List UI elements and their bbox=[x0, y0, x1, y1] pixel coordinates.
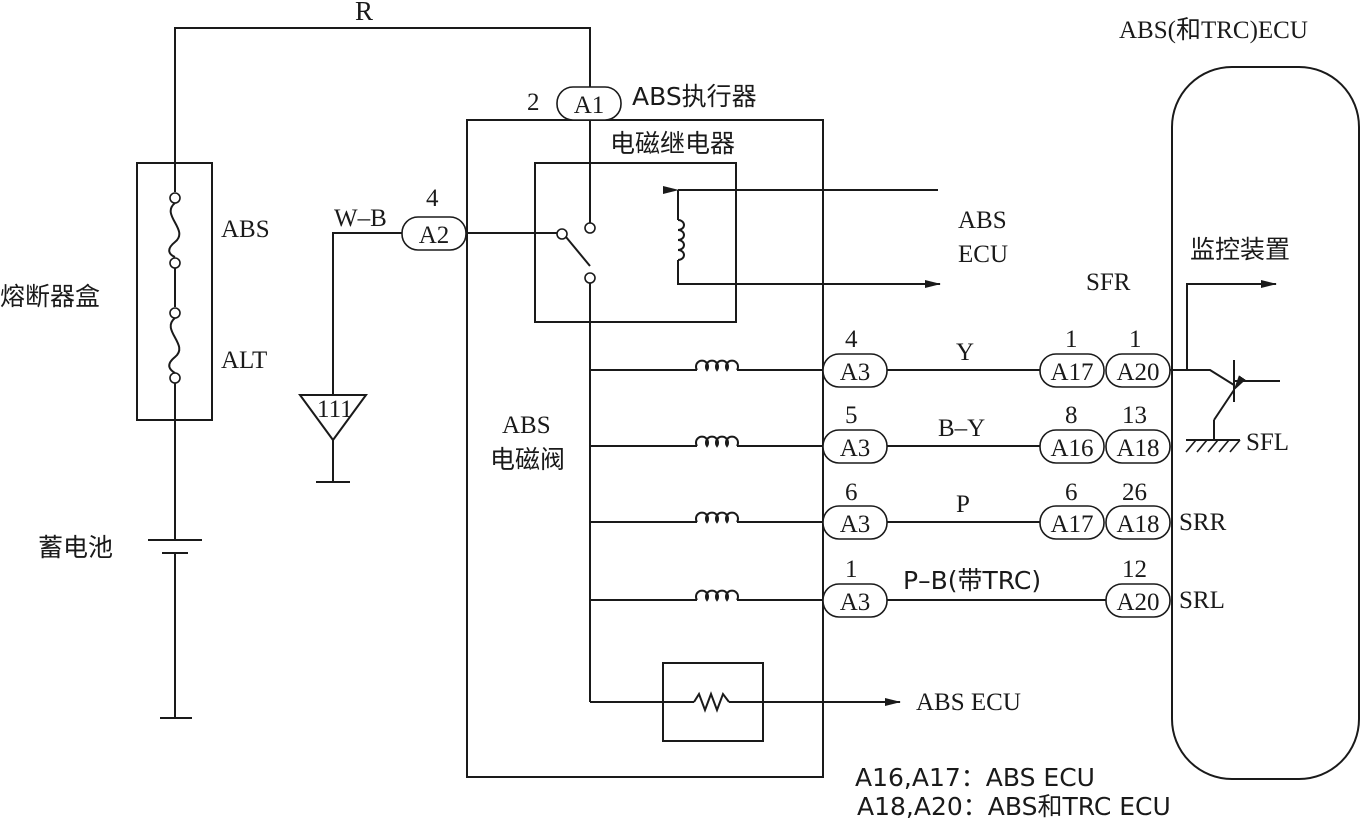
connector-a2: A2 bbox=[401, 216, 467, 251]
connector-ecu-label: A17 bbox=[1050, 511, 1093, 538]
sfl-label: SFL bbox=[1246, 429, 1289, 456]
connector-ecu-label: A17 bbox=[1050, 359, 1093, 386]
actuator-label: ABS执行器 bbox=[632, 82, 757, 111]
note-line-1: A16,A17：ABS ECU bbox=[855, 763, 1095, 792]
connector-a3-label: A3 bbox=[840, 359, 871, 386]
ground-triangle bbox=[298, 394, 368, 442]
sfr-label: SFR bbox=[1086, 269, 1131, 296]
connector-ecu bbox=[1039, 353, 1105, 388]
ground-id-label: 111 bbox=[317, 396, 353, 423]
valve-coil bbox=[695, 435, 739, 448]
valve-label-line2: 电磁阀 bbox=[490, 445, 565, 474]
srl-label: SRL bbox=[1179, 587, 1225, 614]
connector-trc bbox=[1105, 583, 1171, 618]
ecu-title: ABS(和TRC)ECU bbox=[1119, 16, 1308, 44]
fuse-abs-label: ABS bbox=[221, 216, 270, 243]
a3-pin-label: 1 bbox=[845, 556, 858, 583]
abs-ecu-bottom-label: ABS ECU bbox=[916, 689, 1021, 716]
wire-r-label: R bbox=[355, 0, 373, 26]
connector-ecu bbox=[1039, 429, 1105, 464]
a2-pin-label: 4 bbox=[426, 185, 439, 212]
a3-pin-label: 5 bbox=[845, 402, 858, 429]
wire-wb: 111 W–B 4 bbox=[298, 185, 439, 483]
abs-actuator: 2 ABS执行器 ABS 电磁阀 bbox=[466, 82, 824, 778]
connector-trc bbox=[1105, 505, 1171, 540]
connector-ecu-label: A16 bbox=[1050, 435, 1093, 462]
trc-pin-label: 12 bbox=[1122, 556, 1147, 583]
connector-ecu bbox=[1039, 505, 1105, 540]
wire-color-label: B–Y bbox=[938, 415, 985, 442]
valve-coil bbox=[695, 359, 739, 372]
connector-trc-label: A20 bbox=[1116, 589, 1159, 616]
valve-row: 5 A3 B–Y 8 A16 13 A18 bbox=[590, 402, 1171, 464]
wire-color-label: P–B(带TRC) bbox=[903, 566, 1041, 595]
trc-pin-label: 13 bbox=[1122, 402, 1147, 429]
resistor-symbol bbox=[693, 691, 730, 713]
connector-a1-label: A1 bbox=[574, 92, 605, 119]
connector-trc-label: A18 bbox=[1116, 435, 1159, 462]
solenoid-valve-rows: 4 A3 Y 1 A17 1 A20 5 A3 B–Y 8 A16 13 bbox=[590, 326, 1171, 618]
connector-a3-label: A3 bbox=[840, 511, 871, 538]
connector-a3-label: A3 bbox=[840, 435, 871, 462]
actuator-pin-label: 2 bbox=[527, 89, 540, 116]
valve-row: 4 A3 Y 1 A17 1 A20 bbox=[590, 326, 1171, 388]
fuse-box: ABS ALT 熔断器盒 bbox=[0, 162, 270, 421]
wire-color-label: Y bbox=[956, 339, 974, 366]
connector-trc-label: A20 bbox=[1116, 359, 1159, 386]
a3-pin-label: 4 bbox=[845, 326, 858, 353]
fuse-alt-label: ALT bbox=[221, 347, 267, 374]
srr-label: SRR bbox=[1179, 509, 1227, 536]
ecu-pin-label: 1 bbox=[1065, 326, 1078, 353]
trc-pin-label: 1 bbox=[1129, 326, 1142, 353]
connector-a2-label: A2 bbox=[419, 222, 450, 249]
relay-switch-blade bbox=[565, 236, 591, 267]
fuse-alt-element bbox=[168, 317, 181, 374]
solenoid-relay: 电磁继电器 ABS ECU bbox=[466, 120, 1008, 702]
ecu-pin-label: 8 bbox=[1065, 402, 1078, 429]
monitor-label: 监控装置 bbox=[1190, 235, 1290, 264]
fuse-abs-element bbox=[168, 202, 181, 258]
wire-r: R bbox=[174, 0, 591, 163]
battery-label: 蓄电池 bbox=[38, 533, 113, 562]
ecu-box: ABS(和TRC)ECU 监控装置 SFR SFL SRR SRL bbox=[1086, 16, 1360, 780]
a3-pin-label: 6 bbox=[845, 479, 858, 506]
trc-pin-label: 26 bbox=[1122, 479, 1147, 506]
valve-coil bbox=[695, 589, 739, 602]
abs-ecu-label-line1: ABS bbox=[958, 207, 1007, 234]
wire-wb-label: W–B bbox=[334, 205, 387, 232]
connector-trc-label: A18 bbox=[1116, 511, 1159, 538]
valve-row: 1 A3 P–B(带TRC) 12 A20 bbox=[590, 556, 1171, 618]
abs-ecu-label-line2: ECU bbox=[958, 241, 1008, 268]
connector-a3-label: A3 bbox=[840, 589, 871, 616]
valve-coil bbox=[695, 511, 739, 524]
connector-a1: A1 bbox=[556, 86, 622, 121]
valve-label-line1: ABS bbox=[502, 412, 551, 439]
fuse-box-label: 熔断器盒 bbox=[0, 282, 100, 311]
wire-color-label: P bbox=[956, 491, 970, 518]
relay-label: 电磁继电器 bbox=[610, 129, 735, 158]
connector-trc bbox=[1105, 429, 1171, 464]
battery: 蓄电池 bbox=[38, 420, 202, 719]
connector-notes: A16,A17：ABS ECU A18,A20：ABS和TRC ECU bbox=[855, 763, 1171, 821]
valve-row: 6 A3 P 6 A17 26 A18 bbox=[590, 479, 1171, 540]
relay-coil bbox=[677, 219, 685, 261]
ecu-pin-label: 6 bbox=[1065, 479, 1078, 506]
note-line-2: A18,A20：ABS和TRC ECU bbox=[857, 792, 1171, 821]
resistor-block: ABS ECU bbox=[590, 662, 1021, 742]
